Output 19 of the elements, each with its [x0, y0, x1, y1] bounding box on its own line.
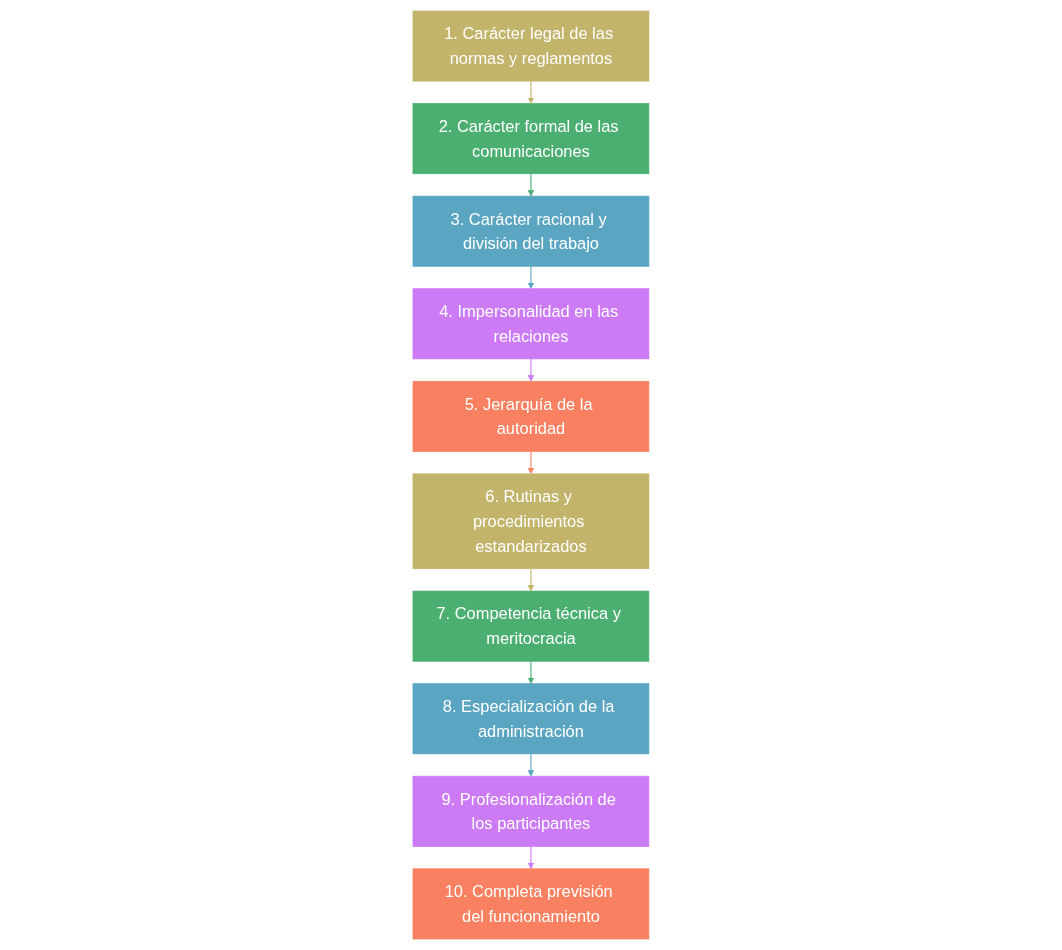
arrow	[527, 265, 535, 289]
arrow	[527, 845, 535, 870]
arrow	[527, 173, 535, 197]
node-box: 2. Carácter formal de las comunicaciones	[412, 103, 650, 175]
node-box: 10. Completa previsión del funcionamiento	[412, 868, 650, 940]
arrow	[527, 80, 535, 104]
node-box: 6. Rutinas y procedimientos estandarizados	[412, 473, 650, 570]
node-box: 7. Competencia técnica y meritocracia	[412, 590, 650, 662]
node-box: 8. Especialización de la administración	[412, 683, 650, 755]
arrow	[527, 660, 535, 684]
node-box: 4. Impersonalidad en las relaciones	[412, 288, 650, 360]
arrow	[527, 753, 535, 777]
node-box: 3. Carácter racional y división del trabajo	[412, 195, 650, 267]
arrow	[527, 450, 535, 475]
arrow	[527, 358, 535, 382]
arrow	[527, 568, 535, 592]
node-box: 1. Carácter legal de las normas y reglamentos	[412, 10, 650, 82]
node-box: 9. Profesionalización de los participantes	[412, 775, 650, 847]
node-box: 5. Jerarquía de la autoridad	[412, 380, 650, 452]
